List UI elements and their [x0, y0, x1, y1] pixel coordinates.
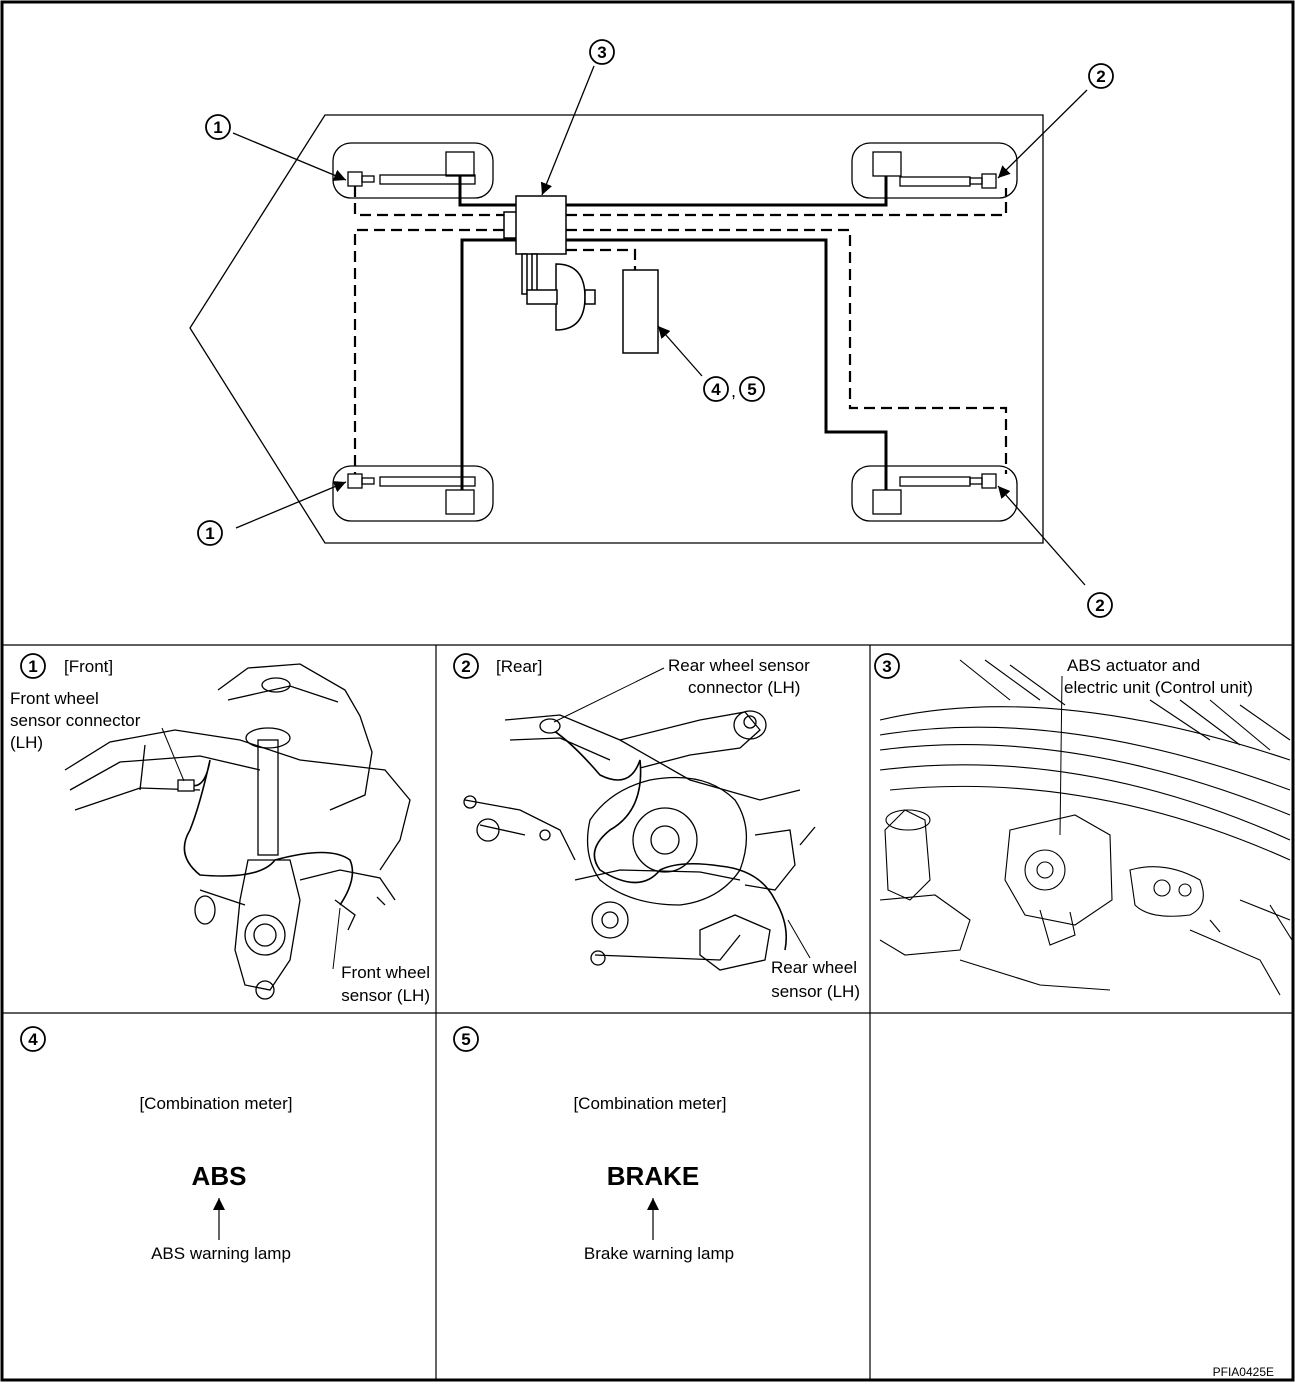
wheel-rear-right	[852, 466, 1017, 521]
callout-number-1-top: 1	[206, 115, 230, 139]
wheel-front-left	[333, 143, 493, 198]
panel-1-tag: [Front]	[64, 657, 113, 676]
callout-arrows	[233, 66, 1087, 585]
panel-5-number: 5	[461, 1030, 470, 1049]
vehicle-layout-diagram: 1 1 3 2 2 4 , 5	[190, 40, 1113, 617]
actuator-label-line1: ABS actuator and	[1067, 656, 1200, 675]
callout-5-text: 5	[747, 380, 756, 399]
rear-sensor-label-line2: sensor (LH)	[771, 982, 860, 1001]
engine-bay-drawing	[880, 660, 1292, 995]
callout-number-2-bottom: 2	[1088, 593, 1112, 617]
abs-lamp-text: ABS	[192, 1161, 247, 1191]
panel-1-number: 1	[28, 657, 37, 676]
callout-number-3-top: 3	[590, 40, 614, 64]
brake-meter-label: [Combination meter]	[573, 1094, 726, 1113]
callout-3-text: 3	[597, 43, 606, 62]
front-connector-label-line1: Front wheel	[10, 689, 99, 708]
vehicle-outline	[190, 115, 1043, 543]
panel-front-sensor: 1 [Front] Front wheel sensor connector (…	[10, 654, 430, 1005]
rear-suspension-drawing	[464, 711, 815, 970]
actuator-label-line2: electric unit (Control unit)	[1064, 678, 1253, 697]
callout-number-2-top: 2	[1089, 64, 1113, 88]
callout-2-text: 2	[1095, 596, 1104, 615]
callout-number-1-bottom: 1	[198, 521, 222, 545]
rear-connector-icon	[540, 719, 560, 733]
abs-lamp-caption: ABS warning lamp	[151, 1244, 291, 1263]
wheel-rear-left	[333, 466, 493, 521]
panel-abs-actuator: 3 ABS actuator and electric unit (Contro…	[875, 654, 1292, 995]
figure-code: PFIA0425E	[1213, 1365, 1274, 1379]
callout-number-4-5: 4 , 5	[704, 377, 764, 401]
callout-2-text: 2	[1096, 67, 1105, 86]
panel-2-tag: [Rear]	[496, 657, 542, 676]
front-sensor-wire	[184, 760, 352, 905]
front-sensor-label-line2: sensor (LH)	[341, 986, 430, 1005]
panel-brake-warning-lamp: 5 [Combination meter] BRAKE Brake warnin…	[454, 1027, 734, 1263]
callout-1-text: 1	[213, 118, 222, 137]
front-sensor-label-line1: Front wheel	[341, 963, 430, 982]
brake-lamp-caption: Brake warning lamp	[584, 1244, 734, 1263]
panel-abs-warning-lamp: 4 [Combination meter] ABS ABS warning la…	[21, 1027, 293, 1263]
rear-connector-label-line2: connector (LH)	[688, 678, 800, 697]
panel-rear-sensor: 2 [Rear] Rear wheel sensor connector (LH…	[454, 654, 860, 1001]
combination-meter	[623, 270, 658, 353]
callout-comma: ,	[731, 381, 736, 401]
callout-4-text: 4	[711, 380, 721, 399]
panel-2-number: 2	[461, 657, 470, 676]
panel-4-number: 4	[28, 1030, 38, 1049]
sensor-harness	[355, 186, 1006, 474]
front-connector-icon	[178, 780, 194, 791]
front-connector-label-line3: (LH)	[10, 733, 43, 752]
brake-lamp-text: BRAKE	[607, 1161, 699, 1191]
wheel-front-right	[852, 143, 1017, 198]
front-connector-label-line2: sensor connector	[10, 711, 141, 730]
rear-sensor-label-line1: Rear wheel	[771, 958, 857, 977]
abs-meter-label: [Combination meter]	[139, 1094, 292, 1113]
callout-1-text: 1	[205, 524, 214, 543]
panel-3-number: 3	[882, 657, 891, 676]
rear-connector-label-line1: Rear wheel sensor	[668, 656, 810, 675]
